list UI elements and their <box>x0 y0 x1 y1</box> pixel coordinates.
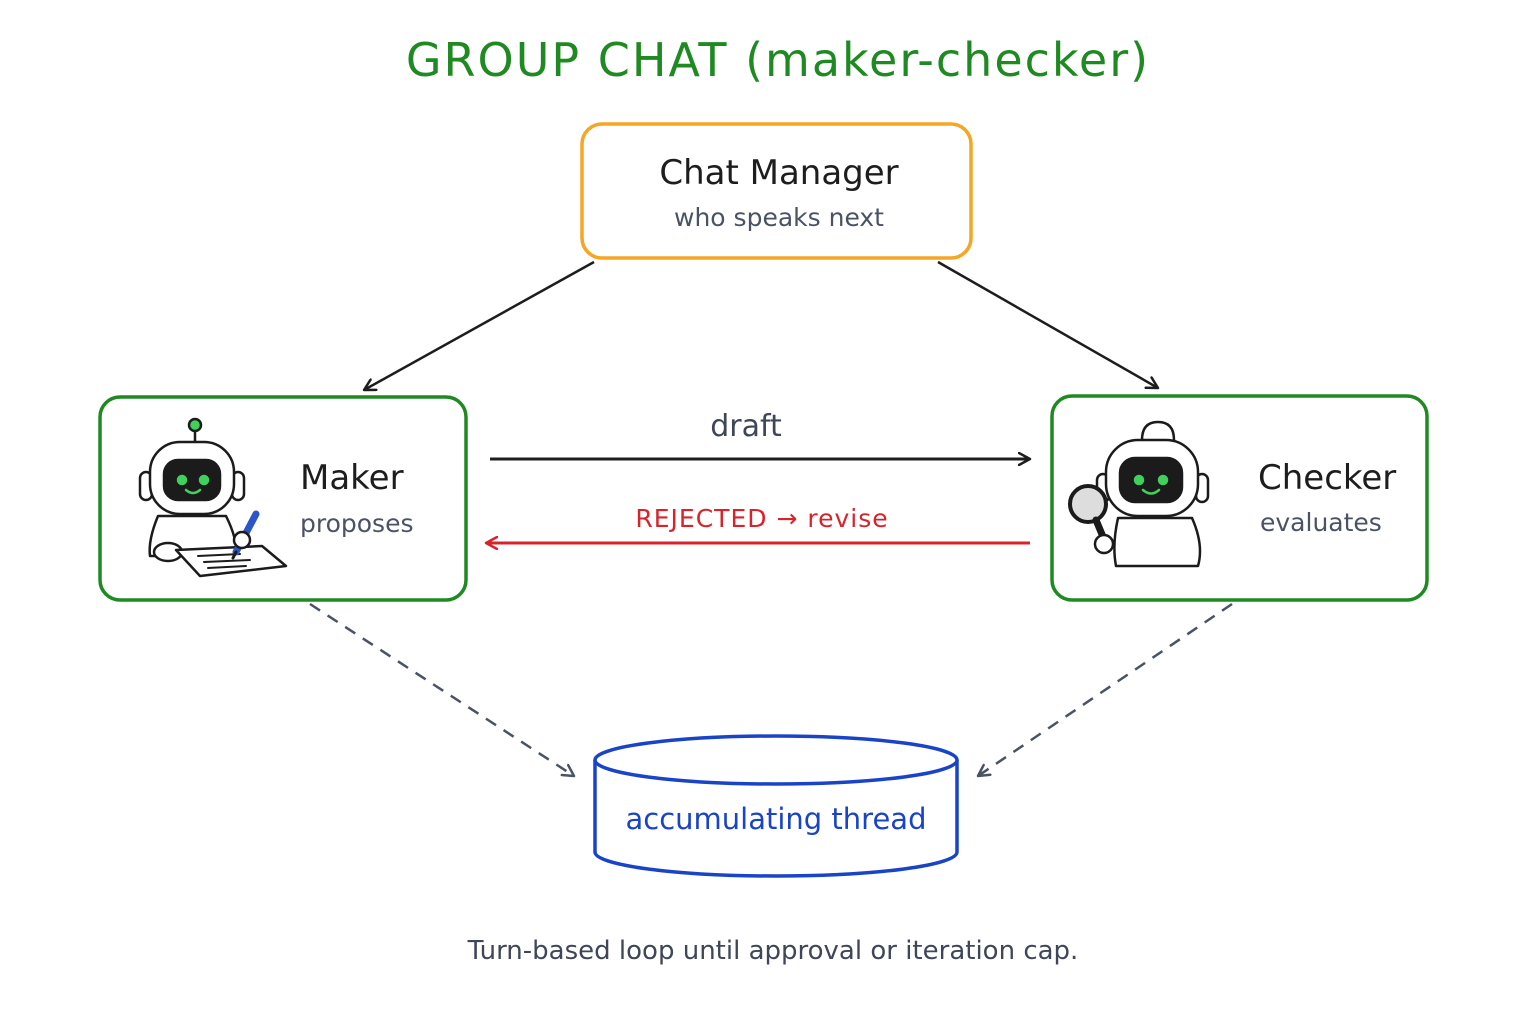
manager-to-checker-arrow <box>937 260 1158 388</box>
robot-magnifier-icon <box>1068 420 1210 568</box>
checker-to-thread-arrow <box>978 602 1233 776</box>
diagram-title: GROUP CHAT (maker-checker) <box>406 33 1150 87</box>
checker-title: Checker <box>1258 458 1396 498</box>
maker-title: Maker <box>300 458 404 498</box>
maker-to-thread-arrow <box>309 602 574 776</box>
chat-manager-box <box>580 122 973 260</box>
draft-label: draft <box>710 409 782 444</box>
maker-subtitle: proposes <box>300 509 414 538</box>
thread-cylinder-top <box>593 734 959 786</box>
thread-label: accumulating thread <box>626 802 927 836</box>
chat-manager-title: Chat Manager <box>659 153 898 193</box>
accumulating-thread-store: accumulating thread <box>593 734 959 878</box>
chat-manager-subtitle: who speaks next <box>674 203 884 232</box>
chat-manager-node: Chat Manager who speaks next <box>580 122 973 260</box>
thread-cylinder-body <box>593 760 959 878</box>
checker-node: Checker evaluates <box>1050 394 1429 602</box>
checker-subtitle: evaluates <box>1260 508 1382 537</box>
rejected-label: REJECTED → revise <box>635 504 888 533</box>
maker-node: Maker proposes <box>98 395 468 602</box>
manager-to-maker-arrow <box>364 260 595 390</box>
diagram-caption: Turn-based loop until approval or iterat… <box>467 936 1079 966</box>
robot-writing-icon <box>138 417 288 578</box>
